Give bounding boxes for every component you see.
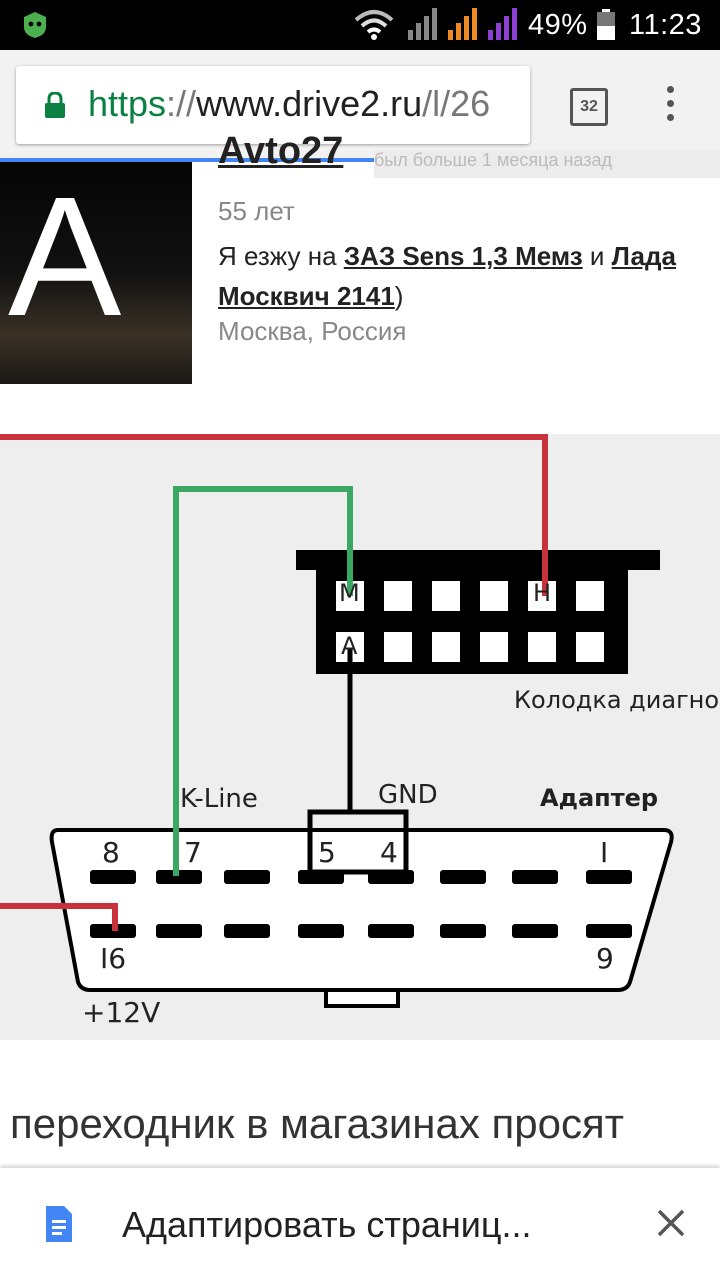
gnd-label: GND (378, 780, 438, 810)
cars-suffix: ) (394, 281, 404, 311)
cars-and: и (582, 241, 612, 271)
car-link[interactable]: Лада (611, 241, 676, 271)
url-scheme: https (88, 83, 167, 124)
battery-percentage: 49% (528, 9, 588, 41)
article-text: переходник в магазинах просят (10, 1100, 624, 1147)
tab-switcher-button[interactable]: 32 (570, 88, 608, 126)
block-pin-label: H (533, 579, 552, 607)
page-progress-line (0, 158, 684, 162)
signal-strength-icon (408, 8, 437, 40)
connector-pin-label: 7 (184, 836, 202, 869)
connector-pin-label: I (600, 836, 609, 869)
power-label: +12V (82, 996, 161, 1029)
last-seen-badge: был больше 1 месяца назад (374, 150, 720, 178)
profile-city: Москва, Россия (218, 316, 407, 346)
car-link[interactable]: ЗАЗ Sens 1,3 Мемз (343, 241, 583, 271)
close-icon[interactable] (656, 1208, 686, 1238)
signal-strength-icon (448, 8, 477, 40)
signal-strength-icon (488, 8, 517, 40)
connector-pin-label: 5 (318, 836, 336, 869)
url-path: /l/26 (422, 83, 491, 124)
lock-icon (45, 92, 65, 118)
connector-pin-label: 8 (102, 836, 120, 869)
app-notification-icon (24, 12, 46, 38)
url-text: https://www.drive2.ru/l/26 (88, 83, 490, 125)
profile-age: 55 лет (218, 196, 295, 226)
connector-pin-label: I6 (100, 942, 127, 975)
block-caption: Колодка диагнос (514, 686, 720, 714)
block-pin-label: A (341, 632, 358, 660)
wifi-icon (354, 10, 394, 40)
battery-icon (597, 9, 615, 40)
wiring-diagram-image[interactable]: M H A Колодка диагнос K-Line GND Адаптер… (0, 434, 720, 1040)
reader-mode-label: Адаптировать страниц... (122, 1204, 532, 1245)
connector-pin-label: 9 (596, 942, 614, 975)
block-pin-label: M (339, 579, 360, 607)
cars-prefix: Я езжу на (218, 241, 344, 271)
browser-toolbar: https://www.drive2.ru/l/26 32 (0, 50, 720, 160)
url-host: www.drive2.ru (196, 83, 423, 124)
connector-pin-label: 4 (380, 836, 398, 869)
username-link[interactable]: Avto27 (218, 130, 344, 172)
avatar-letter: A (8, 162, 122, 352)
reader-mode-banner[interactable]: Адаптировать страниц... (0, 1168, 720, 1280)
adapter-label: Адаптер (540, 784, 659, 812)
document-icon (46, 1206, 72, 1242)
status-bar: 49% 11:23 (0, 0, 720, 50)
clock: 11:23 (629, 9, 702, 41)
avatar[interactable]: A (0, 162, 192, 384)
car-link[interactable]: Москвич 2141 (218, 281, 395, 311)
address-bar[interactable]: https://www.drive2.ru/l/26 (16, 66, 530, 144)
url-separator: :// (166, 83, 197, 124)
k-line-label: K-Line (180, 784, 258, 814)
overflow-menu-icon[interactable] (667, 86, 674, 128)
wiring-diagram-drawing (0, 434, 674, 1008)
